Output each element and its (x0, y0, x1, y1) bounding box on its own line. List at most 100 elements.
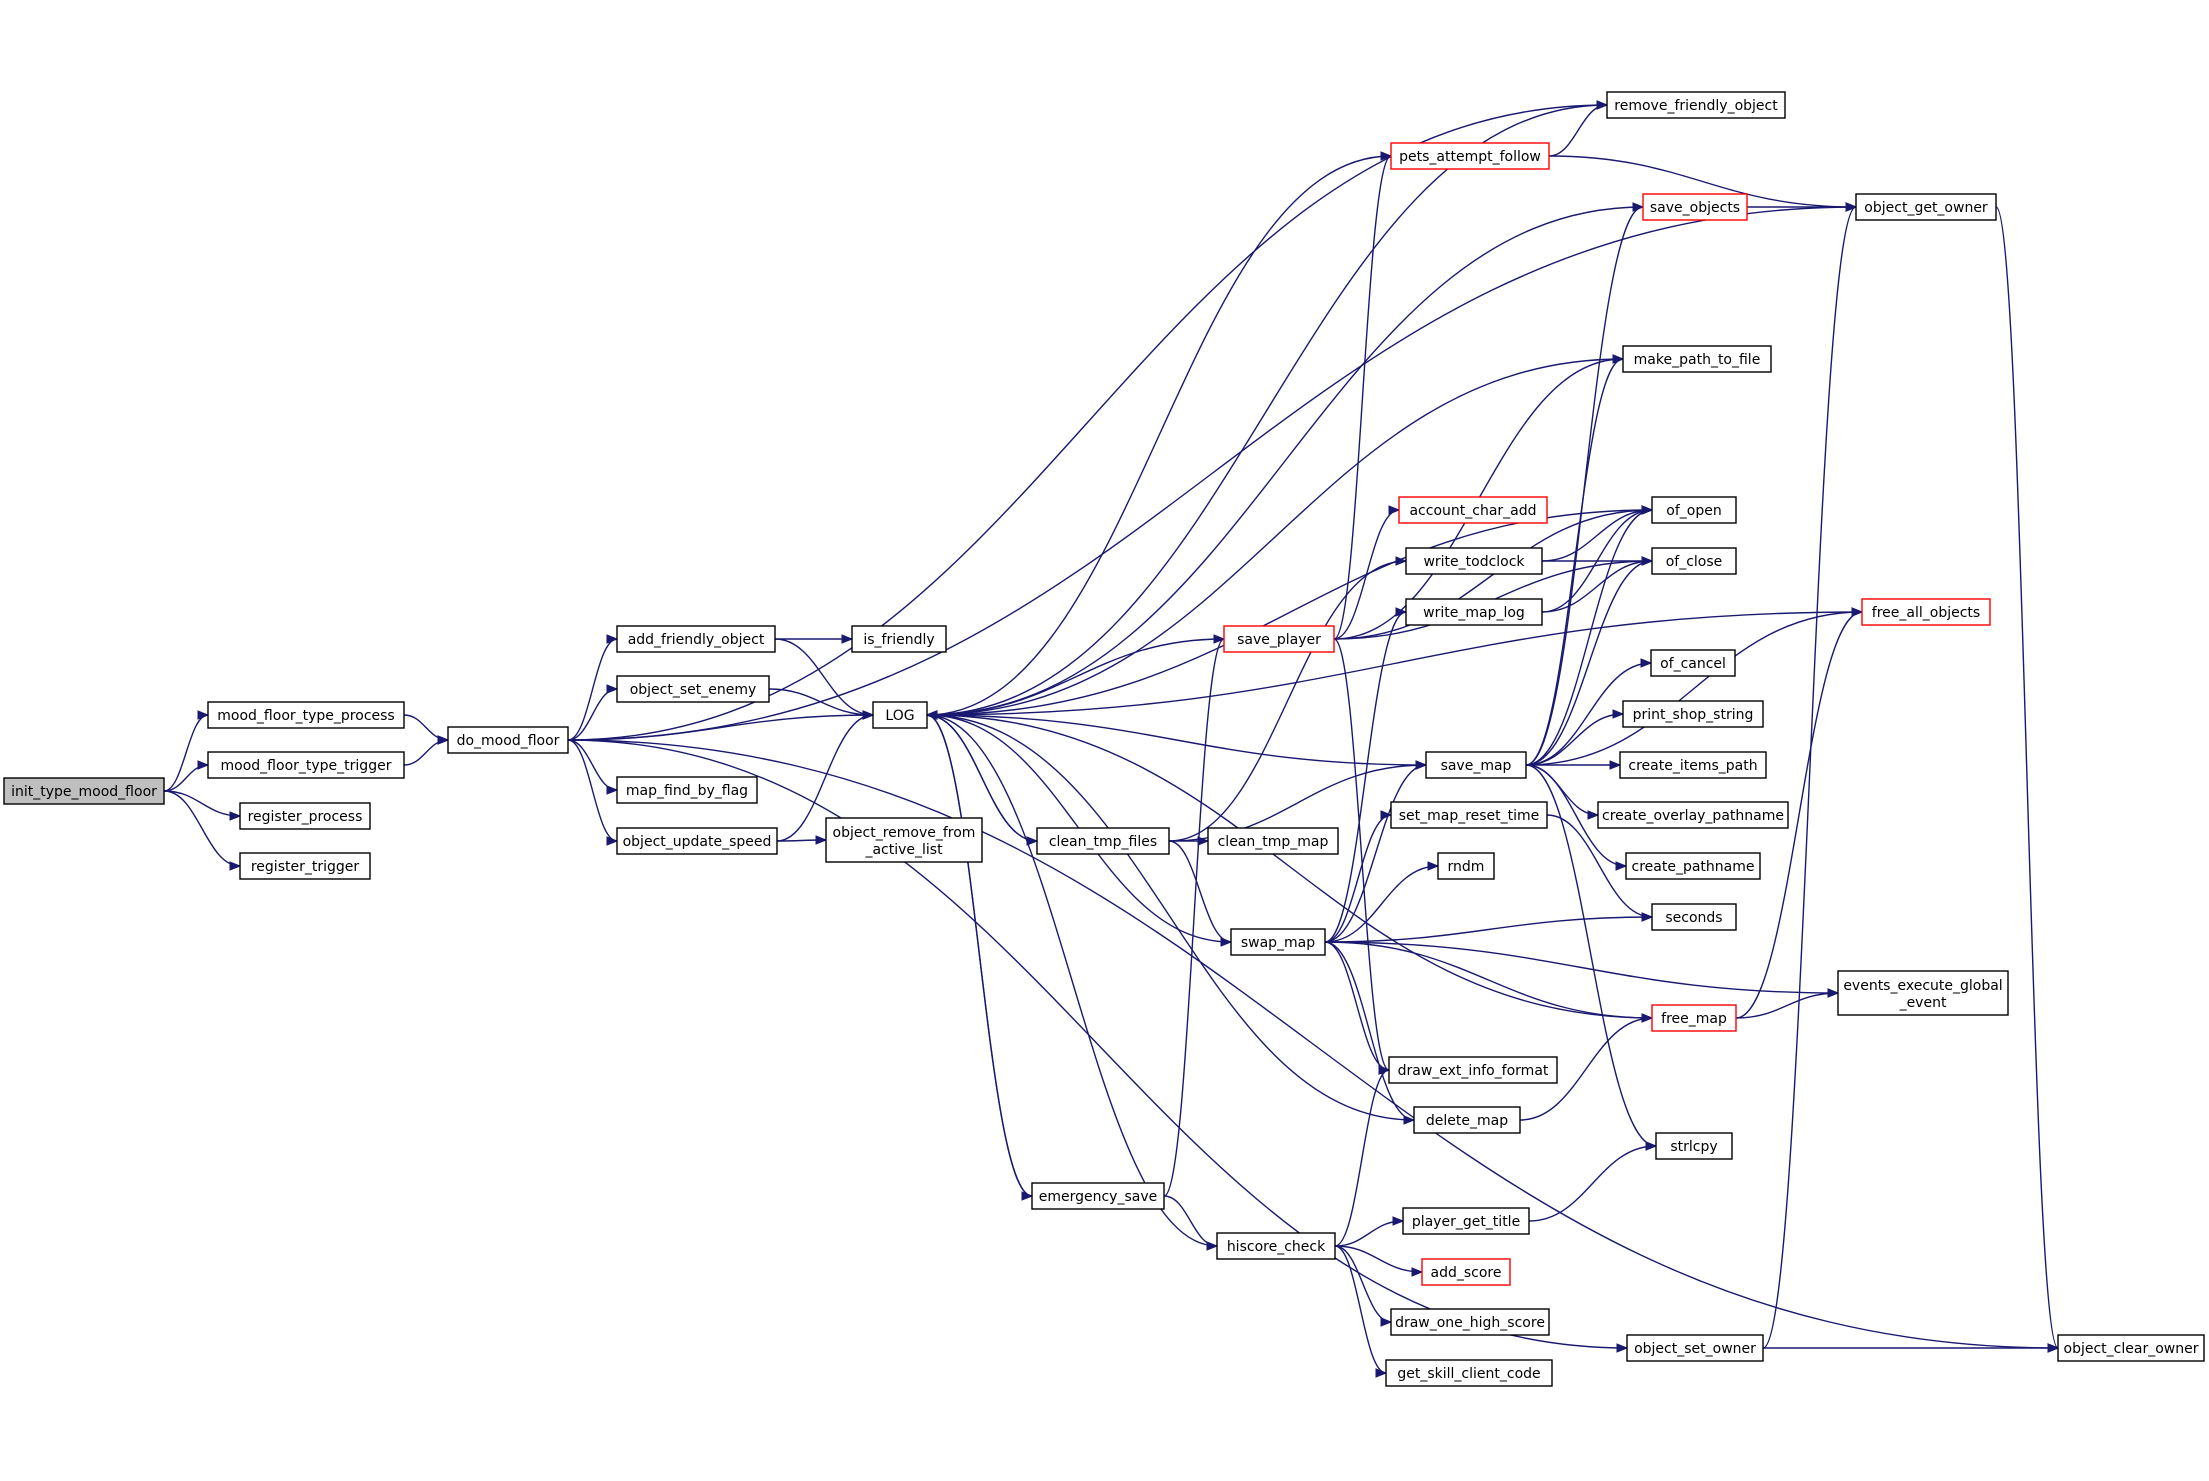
edge-line (1324, 611, 1407, 943)
edge-save_player-to-LOG (925, 638, 1225, 720)
edge-line (1324, 814, 1392, 943)
edge-swap_map-to-rndm (1324, 861, 1440, 943)
edge-arrowhead (2047, 1343, 2060, 1353)
node-box (207, 751, 405, 779)
node-object-clear-owner[interactable]: object_clear_owner (2057, 1334, 2205, 1362)
node-clean-tmp-map[interactable]: clean_tmp_map (1207, 827, 1339, 855)
node-label: make_path_to_file (1634, 352, 1761, 368)
edge-save_map-to-of_open (1525, 505, 1654, 766)
node-label: of_close (1666, 554, 1723, 570)
node-object-remove-from-active-list[interactable]: object_remove_from_active_list (825, 817, 983, 863)
node-add-friendly-object[interactable]: add_friendly_object (616, 625, 776, 653)
node-emergency-save[interactable]: emergency_save (1031, 1182, 1165, 1210)
node-free-map[interactable]: free_map (1651, 1004, 1737, 1032)
node-write-todclock[interactable]: write_todclock (1405, 547, 1543, 575)
edge-arrowhead (1851, 607, 1864, 617)
node-delete-map[interactable]: delete_map (1413, 1106, 1521, 1134)
node-remove-friendly-object[interactable]: remove_friendly_object (1606, 91, 1786, 119)
node-label: add_score (1431, 1265, 1502, 1281)
call-graph-nodes: init_type_mood_floor mood_floor_type_proc… (3, 91, 2205, 1387)
node-label: add_friendly_object (628, 632, 765, 648)
edge-add_friendly_object-to-is_friendly (774, 634, 854, 644)
node-label: delete_map (1426, 1113, 1508, 1129)
node-box (1642, 193, 1748, 221)
edge-object_update_speed-to-object_remove_from_active_list (776, 835, 828, 845)
node-make-path-to-file[interactable]: make_path_to_file (1622, 345, 1772, 373)
edge-mood_floor_type_trigger-to-do_mood_floor (403, 735, 450, 766)
node-box (1425, 751, 1527, 779)
node-of-open[interactable]: of_open (1651, 496, 1737, 524)
node-save-objects[interactable]: save_objects (1642, 193, 1748, 221)
edge-line (926, 638, 1225, 716)
node-save-player[interactable]: save_player (1223, 625, 1335, 653)
node-box (1402, 1207, 1530, 1235)
node-create-overlay-pathname[interactable]: create_overlay_pathname (1597, 801, 1789, 829)
node-init-type-mood-floor[interactable]: init_type_mood_floor (3, 777, 165, 805)
node-box (1223, 625, 1335, 653)
edge-arrowhead (229, 861, 242, 871)
node-object-set-enemy[interactable]: object_set_enemy (616, 675, 770, 703)
node-draw-one-high-score[interactable]: draw_one_high_score (1390, 1308, 1550, 1336)
node-get-skill-client-code[interactable]: get_skill_client_code (1385, 1359, 1553, 1387)
edge-do_mood_floor-to-object_update_speed (567, 739, 619, 846)
node-register-trigger[interactable]: register_trigger (239, 852, 371, 880)
node-account-char-add[interactable]: account_char_add (1398, 496, 1548, 524)
edge-line (1324, 941, 1839, 994)
node-free-all-objects[interactable]: free_all_objects (1861, 598, 1991, 626)
node-object-get-owner[interactable]: object_get_owner (1855, 193, 1997, 221)
node-do-mood-floor[interactable]: do_mood_floor (447, 726, 569, 754)
node-label: mood_floor_type_trigger (221, 758, 392, 774)
edge-object_update_speed-to-LOG (776, 710, 875, 842)
node-save-map[interactable]: save_map (1425, 751, 1527, 779)
edge-object_get_owner-to-object_clear_owner (1995, 206, 2060, 1353)
edge-save_map-to-save_objects (1525, 202, 1645, 766)
edge-line (926, 714, 1033, 1197)
edge-emergency_save-to-LOG (925, 710, 1033, 1197)
edge-line (1525, 358, 1624, 766)
node-pets-attempt-follow[interactable]: pets_attempt_follow (1390, 142, 1550, 170)
edge-line (926, 714, 1427, 766)
node-is-friendly[interactable]: is_friendly (851, 625, 947, 653)
node-swap-map[interactable]: swap_map (1230, 928, 1326, 956)
node-add-score[interactable]: add_score (1421, 1258, 1511, 1286)
edge-init_type_mood_floor-to-register_process (163, 790, 242, 821)
node-write-map-log[interactable]: write_map_log (1405, 598, 1543, 626)
node-map-find-by-flag[interactable]: map_find_by_flag (616, 776, 758, 804)
edge-swap_map-to-set_map_reset_time (1324, 810, 1393, 943)
node-register-process[interactable]: register_process (239, 802, 371, 830)
edge-line (1548, 155, 1857, 208)
node-create-items-path[interactable]: create_items_path (1619, 751, 1767, 779)
node-mood-floor-type-trigger[interactable]: mood_floor_type_trigger (207, 751, 405, 779)
node-LOG[interactable]: LOG (872, 701, 928, 729)
node-hiscore-check[interactable]: hiscore_check (1216, 1232, 1336, 1260)
node-print-shop-string[interactable]: print_shop_string (1622, 700, 1764, 728)
node-of-close[interactable]: of_close (1651, 547, 1737, 575)
node-object-update-speed[interactable]: object_update_speed (616, 827, 778, 855)
edge-init_type_mood_floor-to-mood_floor_type_process (163, 710, 210, 792)
node-events-execute-global-event[interactable]: events_execute_global_event (1837, 970, 2009, 1016)
edge-arrowhead (1380, 810, 1393, 820)
node-strlcpy[interactable]: strlcpy (1655, 1132, 1733, 1160)
node-label: clean_tmp_map (1218, 834, 1329, 850)
edge-hiscore_check-to-draw_ext_info_format (1334, 1065, 1391, 1247)
node-label-line: events_execute_global (1843, 978, 2002, 994)
node-object-set-owner[interactable]: object_set_owner (1626, 1334, 1764, 1362)
edge-line (768, 688, 874, 716)
node-of-cancel[interactable]: of_cancel (1650, 649, 1736, 677)
node-set-map-reset-time[interactable]: set_map_reset_time (1390, 801, 1548, 829)
edge-hiscore_check-to-LOG (925, 710, 1218, 1247)
edge-arrowhead (1645, 1141, 1658, 1151)
node-box (1625, 852, 1761, 880)
node-label-line: _event (1899, 995, 1947, 1011)
node-create-pathname[interactable]: create_pathname (1625, 852, 1761, 880)
node-box (616, 776, 758, 804)
node-rndm[interactable]: rndm (1437, 852, 1495, 880)
edge-do_mood_floor-to-object_set_enemy (567, 684, 619, 741)
node-draw-ext-info-format[interactable]: draw_ext_info_format (1388, 1056, 1558, 1084)
node-clean-tmp-files[interactable]: clean_tmp_files (1036, 827, 1170, 855)
node-seconds[interactable]: seconds (1651, 903, 1737, 931)
node-mood-floor-type-process[interactable]: mood_floor_type_process (207, 701, 405, 729)
node-label: save_player (1237, 632, 1321, 648)
node-label: write_map_log (1423, 605, 1525, 621)
node-player-get-title[interactable]: player_get_title (1402, 1207, 1530, 1235)
